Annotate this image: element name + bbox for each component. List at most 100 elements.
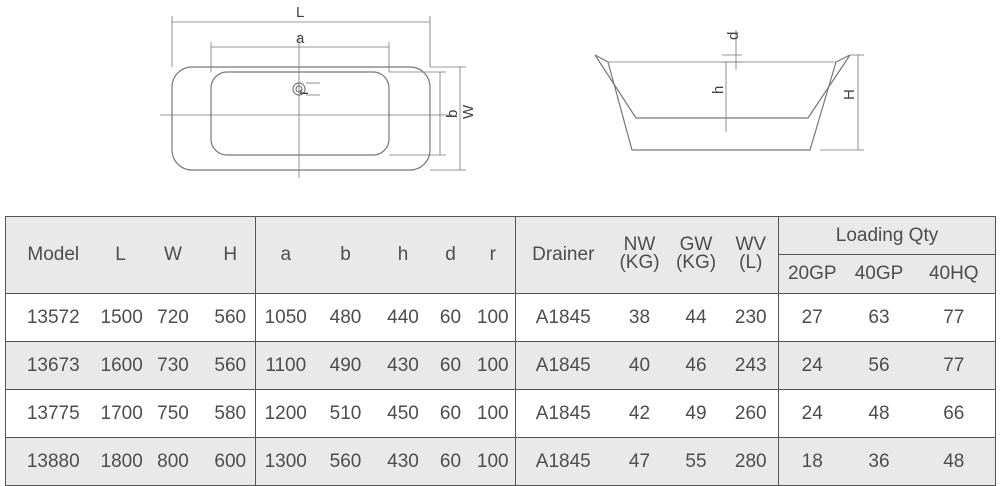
cell-gw: 46 [668,341,724,390]
header-gw-top: GW [679,234,713,255]
header-H: H [205,216,256,294]
cell-W: 720 [140,293,206,342]
dim-label-H: H [841,89,858,100]
header-wv: WV(L) [723,216,779,294]
table-row: 13880 1800 800 600 1300 560 430 60 100 A… [5,437,996,486]
cell-nw: 38 [610,293,669,342]
cell-drainer: A1845 [515,437,611,486]
cell-L: 1700 [100,389,143,438]
cell-H: 560 [205,341,256,390]
cell-model: 13673 [5,341,101,390]
cell-r: 100 [470,293,516,342]
header-d: d [430,216,471,294]
header-a: a [255,216,316,294]
side-view-drawing [594,30,864,151]
cell-nw: 40 [610,341,669,390]
cell-20gp: 24 [778,389,846,438]
cell-W: 750 [140,389,206,438]
header-gw-unit: (KG) [675,252,717,273]
cell-a: 1100 [255,341,316,390]
header-loading-qty: Loading Qty [777,216,996,255]
dim-label-b: b [444,110,461,118]
cell-40gp: 56 [845,341,913,390]
cell-L: 1500 [100,293,143,342]
cell-r: 100 [470,389,516,438]
header-wv-unit: (L) [739,252,763,273]
dim-label-h: h [710,86,727,94]
cell-wv: 280 [723,437,779,486]
header-W: W [140,216,206,294]
top-view-drawing [160,16,466,178]
table-row: 13673 1600 730 560 1100 490 430 60 100 A… [5,341,996,390]
cell-20gp: 24 [778,341,846,390]
cell-h: 450 [375,389,431,438]
cell-model: 13880 [5,437,101,486]
dim-label-W: W [460,104,477,119]
header-wv-top: WV [735,234,767,255]
cell-W: 800 [140,437,206,486]
cell-40gp: 48 [845,389,913,438]
cell-b: 510 [315,389,376,438]
header-40hq: 40HQ [912,254,996,294]
cell-40hq: 66 [912,389,996,438]
cell-model: 13572 [5,293,101,342]
cell-b: 480 [315,293,376,342]
cell-d: 60 [430,341,471,390]
cell-d: 60 [430,437,471,486]
dim-label-d: d [725,32,742,40]
cell-H: 580 [205,389,256,438]
cell-gw: 55 [668,437,724,486]
dim-label-a: a [296,30,305,47]
cell-drainer: A1845 [515,341,611,390]
cell-model: 13775 [5,389,101,438]
table-subheader-row: 20GP 40GP 40HQ [6,254,996,294]
cell-r: 100 [470,341,516,390]
cell-gw: 49 [668,389,724,438]
cell-gw: 44 [668,293,724,342]
cell-h: 430 [375,341,431,390]
cell-a: 1200 [255,389,316,438]
header-20gp: 20GP [778,254,846,294]
cell-40hq: 77 [912,293,996,342]
specification-table-container: Model L W H a b h d r Drainer NW(KG) GW(… [5,216,997,486]
cell-40hq: 48 [912,437,996,486]
cell-wv: 230 [723,293,779,342]
cell-a: 1050 [255,293,316,342]
header-r: r [470,216,516,294]
cell-W: 730 [140,341,206,390]
cell-L: 1800 [100,437,143,486]
cell-drainer: A1845 [515,389,611,438]
header-nw-top: NW [623,234,656,255]
dim-label-r: r [295,90,312,95]
header-model: Model [5,216,101,294]
specification-table: Model L W H a b h d r Drainer NW(KG) GW(… [5,216,997,486]
cell-r: 100 [470,437,516,486]
cell-wv: 260 [723,389,779,438]
table-row: 13775 1700 750 580 1200 510 450 60 100 A… [5,389,996,438]
header-h: h [375,216,431,294]
cell-d: 60 [430,293,471,342]
header-nw: NW(KG) [610,216,669,294]
cell-20gp: 18 [778,437,846,486]
header-drainer: Drainer [515,216,611,294]
header-b: b [315,216,376,294]
cell-d: 60 [430,389,471,438]
cell-drainer: A1845 [515,293,611,342]
cell-wv: 243 [723,341,779,390]
table-row: 13572 1500 720 560 1050 480 440 60 100 A… [5,293,996,342]
header-gw: GW(KG) [668,216,724,294]
cell-h: 440 [375,293,431,342]
cell-40hq: 77 [912,341,996,390]
cell-40gp: 63 [845,293,913,342]
cell-H: 560 [205,293,256,342]
header-40gp: 40GP [845,254,913,294]
header-L: L [100,216,141,294]
cell-nw: 42 [610,389,669,438]
cell-L: 1600 [100,341,143,390]
bathtub-technical-drawing: L a r b W d h H [160,4,864,178]
header-nw-unit: (KG) [619,252,660,273]
cell-40gp: 36 [845,437,913,486]
cell-H: 600 [205,437,256,486]
cell-a: 1300 [255,437,316,486]
dim-label-L: L [296,4,304,21]
